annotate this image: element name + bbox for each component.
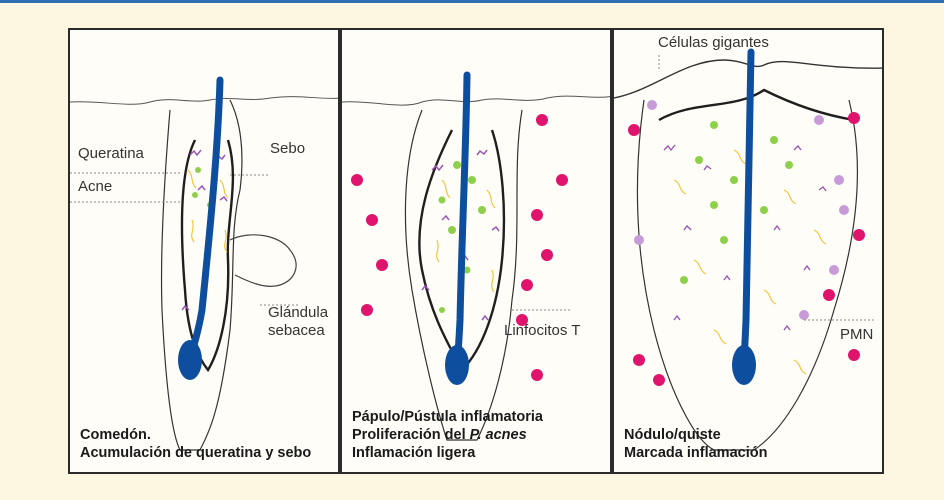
label-glandula: Glándula sebacea xyxy=(268,304,328,340)
caption-comedon: Comedón. Acumulación de queratina y sebo xyxy=(80,426,311,462)
nodulo-illustration xyxy=(614,30,884,474)
label-sebo: Sebo xyxy=(270,140,305,157)
comedon-illustration xyxy=(70,30,340,474)
label-queratina: Queratina xyxy=(78,145,144,162)
caption-papula: Pápulo/Pústula inflamatoria Proliferació… xyxy=(352,408,543,462)
caption-nodulo: Nódulo/quiste Marcada inflamación xyxy=(624,426,767,462)
label-celulas-gigantes: Células gigantes xyxy=(658,34,769,51)
panel-comedon: Queratina Acne Sebo Glándula sebacea Com… xyxy=(68,28,340,474)
label-pmn: PMN xyxy=(840,326,873,343)
panel-nodulo: Células gigantes PMN Nódulo/quiste Marca… xyxy=(612,28,884,474)
panel-papula: Linfocitos T Pápulo/Pústula inflamatoria… xyxy=(340,28,612,474)
label-linfocitos: Linfocitos T xyxy=(504,322,580,339)
label-acne: Acne xyxy=(78,178,112,195)
